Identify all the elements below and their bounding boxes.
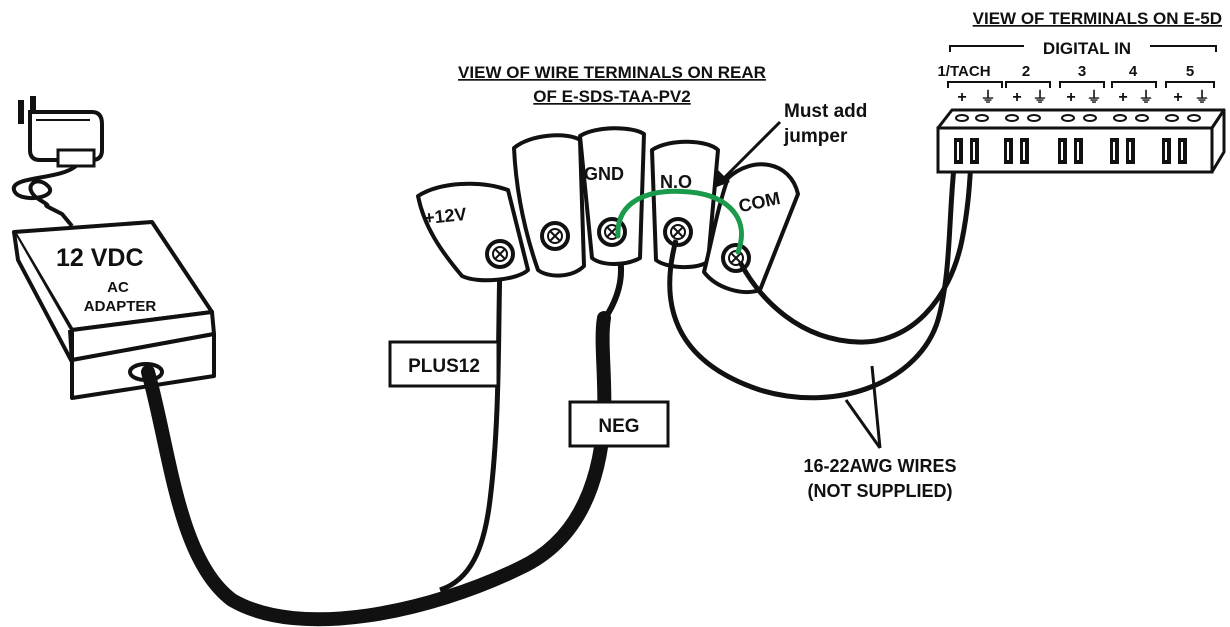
adapter-type-line2: ADAPTER — [84, 298, 157, 315]
e5d-view-title: VIEW OF TERMINALS ON E-5D — [973, 9, 1222, 28]
plus-symbol-4: + — [1118, 89, 1127, 106]
adapter-cable — [141, 311, 612, 627]
ground-symbol-icon-5: ⏚ — [1194, 89, 1209, 106]
wire-gauge-pointer-icon — [844, 365, 882, 449]
wire-no-to-e5d — [667, 147, 959, 401]
screw-icon-no — [663, 217, 693, 247]
jumper-note-line1: Must add — [784, 101, 867, 122]
plus-symbol-3: + — [1066, 89, 1075, 106]
ac-adapter — [12, 220, 216, 400]
terminal-label-gnd: GND — [584, 164, 624, 184]
screw-icon-blank — [540, 221, 570, 251]
wire-com-to-e5d — [737, 147, 975, 345]
ground-symbol-icon-2: ⏚ — [1032, 89, 1047, 106]
plus-symbol-5: + — [1173, 89, 1182, 106]
sds-view-title-line1: VIEW OF WIRE TERMINALS ON REAR — [458, 63, 766, 82]
e5d-input-label-1: 1/TACH — [937, 63, 990, 80]
plus-symbol-1: + — [957, 89, 966, 106]
e5d-input-label-2: 2 — [1022, 63, 1030, 80]
e5d-input-label-4: 4 — [1129, 63, 1138, 80]
terminal-label-no: N.O — [660, 172, 692, 192]
wire-gauge-line1: 16-22AWG WIRES — [803, 456, 956, 476]
wall-plug-icon — [18, 96, 104, 168]
digital-in-bracket — [949, 45, 1217, 52]
adapter-type-line1: AC — [107, 279, 129, 296]
e5d-screw-row — [955, 114, 1201, 122]
e5d-input-label-3: 3 — [1078, 63, 1086, 80]
plus-symbol-2: + — [1012, 89, 1021, 106]
adapter-voltage-label: 12 VDC — [56, 244, 144, 272]
ground-symbol-icon-3: ⏚ — [1086, 89, 1101, 106]
jumper-arrow-icon — [714, 120, 782, 188]
plug-cord — [11, 164, 78, 228]
neg-label-box — [568, 400, 670, 448]
ground-symbol-icon-4: ⏚ — [1138, 89, 1153, 106]
digital-in-label: DIGITAL IN — [1043, 39, 1131, 58]
plus12-label: PLUS12 — [408, 356, 480, 377]
input-pair-brackets — [947, 81, 1215, 88]
sds-view-title-line2: OF E-SDS-TAA-PV2 — [533, 87, 690, 106]
terminal-label-plus12v: +12V — [423, 204, 467, 228]
e5d-slot-highlights — [957, 142, 1183, 160]
jumper-note-line2: jumper — [783, 126, 848, 147]
wire-gauge-line2: (NOT SUPPLIED) — [807, 481, 952, 501]
ground-symbol-icon-1: ⏚ — [980, 89, 995, 106]
neg-label: NEG — [598, 416, 639, 437]
jumper-wire — [615, 188, 744, 255]
plus12-label-box — [388, 340, 500, 388]
e5d-input-label-5: 5 — [1186, 63, 1194, 80]
plus12-wire — [439, 261, 503, 593]
screw-icon-plus12v — [485, 239, 515, 269]
